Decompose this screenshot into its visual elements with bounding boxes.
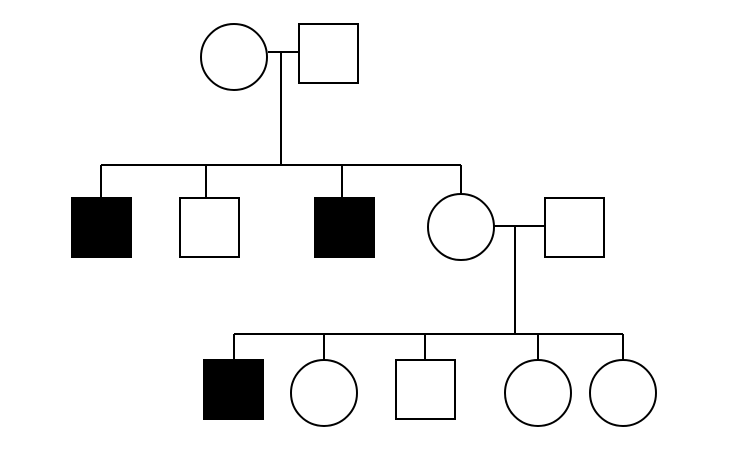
gen2-male-3: [314, 197, 375, 258]
gen3-male-1: [203, 359, 264, 420]
gen2-male-2: [179, 197, 240, 258]
gen2-male-spouse: [544, 197, 605, 258]
gen2-female-4: [427, 193, 495, 261]
gen3-male-3: [395, 359, 456, 420]
gen3-female-2: [290, 359, 358, 427]
gen1-male-2: [298, 23, 359, 84]
gen3-female-4: [504, 359, 572, 427]
pedigree-individuals: [71, 23, 657, 427]
gen3-female-5: [589, 359, 657, 427]
gen2-male-1: [71, 197, 132, 258]
gen1-female-1: [200, 23, 268, 91]
pedigree-lines: [100, 51, 624, 361]
